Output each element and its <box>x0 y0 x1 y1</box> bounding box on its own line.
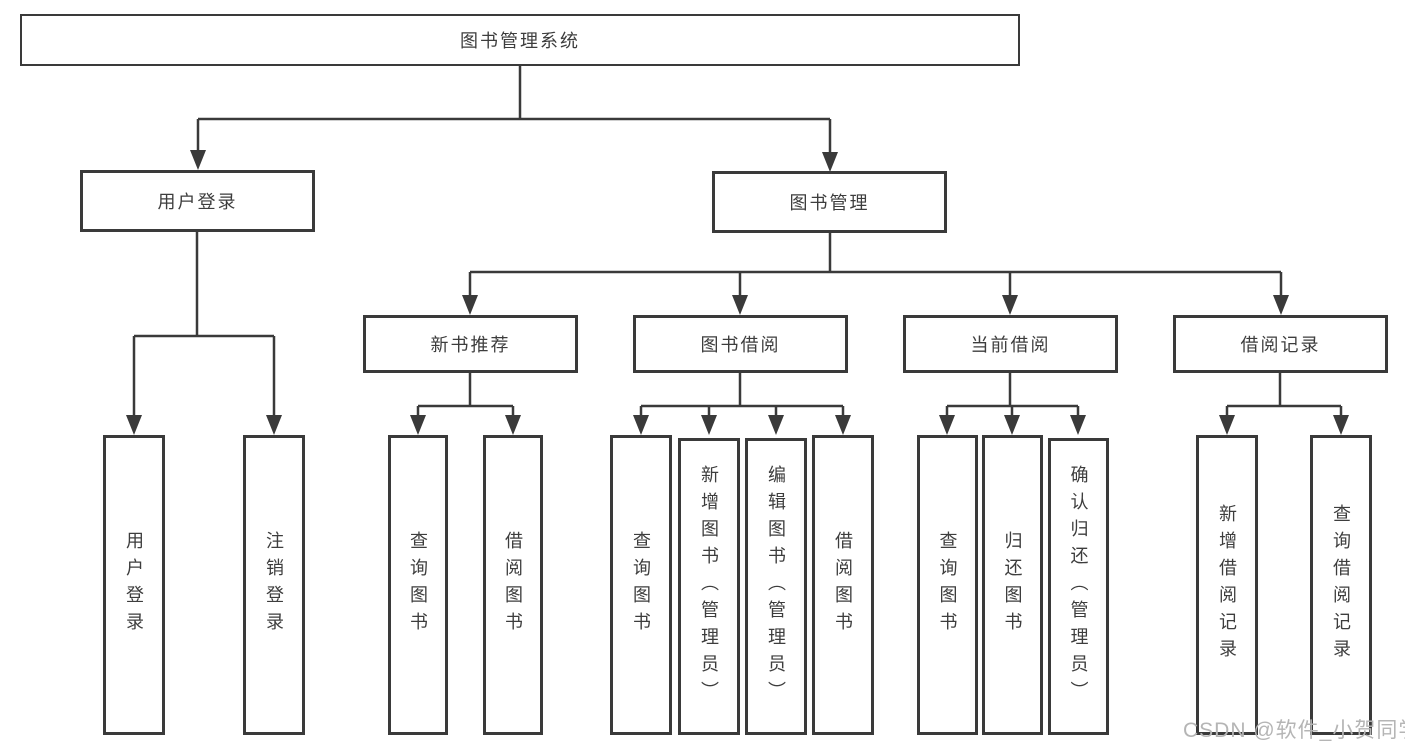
connector-borrow-leaves <box>639 373 845 417</box>
leaf-current-query-books-label: 查询图书 <box>937 531 958 639</box>
connector-current-leaves <box>945 373 1080 417</box>
leaf-borrow-borrow-books-label: 借阅图书 <box>833 531 853 639</box>
leaf-records-add-record: 新增借阅记录 <box>1196 435 1258 735</box>
leaf-borrow-add-books-admin-label: 新增图书（管理员） <box>699 465 719 708</box>
connector-records-leaves <box>1225 373 1343 417</box>
node-current-borrow: 当前借阅 <box>903 315 1118 373</box>
node-current-borrow-label: 当前借阅 <box>970 335 1051 355</box>
leaf-borrow-query-books: 查询图书 <box>610 435 672 735</box>
leaf-recommend-query-books-label: 查询图书 <box>408 531 428 639</box>
node-new-book-recommend: 新书推荐 <box>363 315 578 373</box>
leaf-current-confirm-return-admin: 确认归还（管理员） <box>1048 438 1109 735</box>
node-user-login: 用户登录 <box>80 170 315 232</box>
node-user-login-label: 用户登录 <box>157 192 238 212</box>
leaf-recommend-query-books: 查询图书 <box>388 435 448 735</box>
leaf-user-login-label: 用户登录 <box>124 531 144 639</box>
connector-book-management-modules <box>468 233 1283 297</box>
connector-recommend-leaves <box>416 373 515 417</box>
node-root-label: 图书管理系统 <box>460 31 580 51</box>
connector-root-branches <box>196 66 832 154</box>
node-new-book-recommend-label: 新书推荐 <box>430 335 511 355</box>
leaf-user-login: 用户登录 <box>103 435 165 735</box>
connector-user-login-leaves <box>132 232 276 417</box>
leaf-borrow-edit-books-admin: 编辑图书（管理员） <box>745 438 807 735</box>
node-book-borrow-label: 图书借阅 <box>700 335 781 355</box>
node-book-management: 图书管理 <box>712 171 947 233</box>
leaf-recommend-borrow-books: 借阅图书 <box>483 435 543 735</box>
leaf-records-query-record-label: 查询借阅记录 <box>1331 504 1351 666</box>
node-book-borrow: 图书借阅 <box>633 315 848 373</box>
leaf-recommend-borrow-books-label: 借阅图书 <box>503 531 523 639</box>
node-borrow-records-label: 借阅记录 <box>1240 335 1321 355</box>
leaf-borrow-query-books-label: 查询图书 <box>631 531 651 639</box>
leaf-current-return-books: 归还图书 <box>982 435 1043 735</box>
leaf-logout-login-label: 注销登录 <box>264 531 284 639</box>
node-borrow-records: 借阅记录 <box>1173 315 1388 373</box>
leaf-records-add-record-label: 新增借阅记录 <box>1217 504 1237 666</box>
leaf-records-query-record: 查询借阅记录 <box>1310 435 1372 735</box>
node-root: 图书管理系统 <box>20 14 1020 66</box>
leaf-logout-login: 注销登录 <box>243 435 305 735</box>
leaf-borrow-edit-books-admin-label: 编辑图书（管理员） <box>766 465 786 708</box>
node-book-management-label: 图书管理 <box>789 193 870 213</box>
arrowheads <box>126 150 1349 435</box>
leaf-borrow-add-books-admin: 新增图书（管理员） <box>678 438 740 735</box>
watermark: CSDN @软件_小贺同学 <box>1183 719 1405 742</box>
leaf-current-return-books-label: 归还图书 <box>1002 531 1023 639</box>
leaf-current-query-books: 查询图书 <box>917 435 978 735</box>
leaf-borrow-borrow-books: 借阅图书 <box>812 435 874 735</box>
leaf-current-confirm-return-admin-label: 确认归还（管理员） <box>1068 465 1089 708</box>
